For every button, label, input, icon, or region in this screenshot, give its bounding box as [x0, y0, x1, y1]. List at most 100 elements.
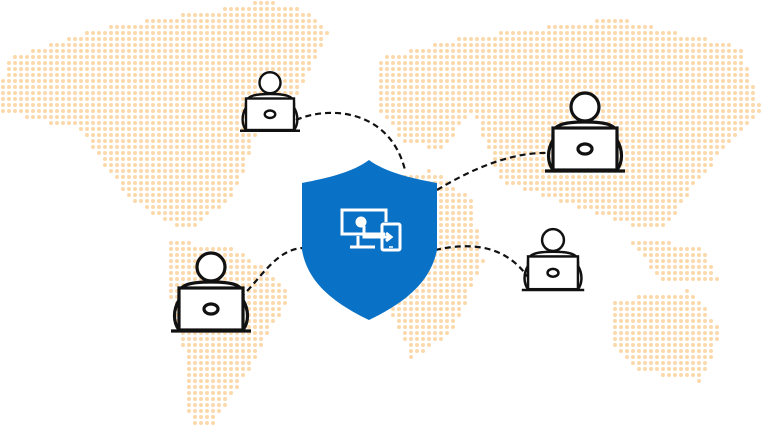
map-dot	[205, 67, 209, 71]
map-dot	[427, 109, 431, 113]
map-dot	[613, 25, 617, 29]
map-dot	[223, 169, 227, 173]
map-dot	[229, 61, 233, 65]
map-dot	[643, 343, 647, 347]
map-dot	[235, 25, 239, 29]
map-dot	[673, 157, 677, 161]
map-dot	[295, 73, 299, 77]
map-dot	[631, 349, 635, 353]
map-dot	[715, 43, 719, 47]
map-dot	[211, 61, 215, 65]
map-dot	[715, 109, 719, 113]
map-dot	[679, 73, 683, 77]
map-dot	[133, 157, 137, 161]
map-dot	[175, 241, 179, 245]
map-dot	[145, 25, 149, 29]
map-dot	[655, 187, 659, 191]
map-dot	[139, 79, 143, 83]
map-dot	[409, 91, 413, 95]
map-dot	[673, 319, 677, 323]
map-dot	[235, 127, 239, 131]
map-dot	[247, 139, 251, 143]
map-dot	[709, 127, 713, 131]
map-dot	[679, 49, 683, 53]
map-dot	[25, 91, 29, 95]
map-dot	[109, 145, 113, 149]
map-dot	[721, 61, 725, 65]
map-dot	[271, 55, 275, 59]
map-dot	[205, 19, 209, 23]
map-dot	[259, 319, 263, 323]
map-dot	[313, 49, 317, 53]
map-dot	[241, 91, 245, 95]
map-dot	[697, 109, 701, 113]
map-dot	[283, 7, 287, 11]
map-dot	[661, 271, 665, 275]
map-dot	[427, 49, 431, 53]
map-dot	[271, 307, 275, 311]
map-dot	[61, 109, 65, 113]
map-dot	[193, 211, 197, 215]
map-dot	[661, 169, 665, 173]
map-dot	[403, 337, 407, 341]
map-dot	[31, 103, 35, 107]
map-dot	[175, 139, 179, 143]
map-dot	[643, 55, 647, 59]
map-dot	[529, 163, 533, 167]
map-dot	[547, 139, 551, 143]
map-dot	[235, 139, 239, 143]
map-dot	[439, 235, 443, 239]
map-dot	[589, 73, 593, 77]
map-dot	[1, 103, 5, 107]
map-dot	[187, 43, 191, 47]
map-dot	[259, 25, 263, 29]
map-dot	[625, 163, 629, 167]
map-dot	[703, 37, 707, 41]
map-dot	[535, 103, 539, 107]
map-dot	[649, 97, 653, 101]
map-dot	[553, 193, 557, 197]
map-dot	[499, 163, 503, 167]
map-dot	[181, 241, 185, 245]
map-dot	[691, 175, 695, 179]
map-dot	[409, 133, 413, 137]
map-dot	[661, 325, 665, 329]
map-dot	[169, 289, 173, 293]
map-dot	[715, 145, 719, 149]
map-dot	[631, 127, 635, 131]
map-dot	[523, 187, 527, 191]
map-dot	[85, 31, 89, 35]
map-dot	[559, 61, 563, 65]
map-dot	[523, 49, 527, 53]
map-dot	[289, 85, 293, 89]
map-dot	[511, 97, 515, 101]
map-dot	[685, 67, 689, 71]
map-dot	[499, 151, 503, 155]
map-dot	[295, 37, 299, 41]
map-dot	[445, 103, 449, 107]
map-dot	[415, 91, 419, 95]
map-dot	[283, 31, 287, 35]
map-dot	[199, 163, 203, 167]
map-dot	[679, 121, 683, 125]
map-dot	[193, 61, 197, 65]
map-dot	[739, 109, 743, 113]
map-dot	[385, 97, 389, 101]
map-dot	[229, 43, 233, 47]
map-dot	[667, 43, 671, 47]
map-dot	[235, 43, 239, 47]
map-dot	[445, 187, 449, 191]
map-dot	[49, 121, 53, 125]
map-dot	[451, 61, 455, 65]
map-dot	[211, 163, 215, 167]
map-dot	[145, 103, 149, 107]
map-dot	[619, 127, 623, 131]
map-dot	[157, 205, 161, 209]
map-dot	[49, 109, 53, 113]
map-dot	[427, 169, 431, 173]
map-dot	[487, 109, 491, 113]
map-dot	[427, 277, 431, 281]
map-dot	[199, 85, 203, 89]
map-dot	[571, 175, 575, 179]
map-dot	[139, 49, 143, 53]
